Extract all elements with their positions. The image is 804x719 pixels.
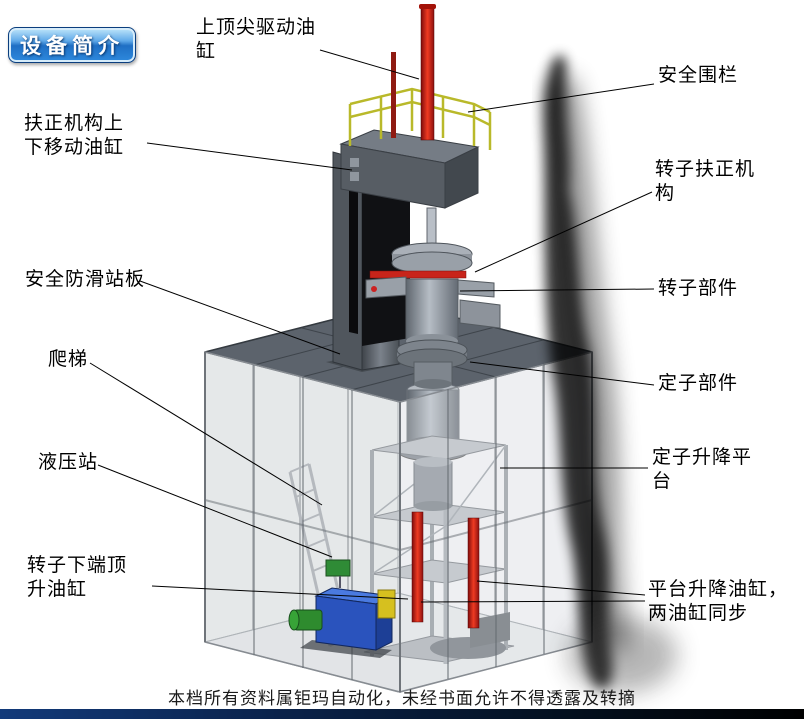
press-column xyxy=(326,145,410,372)
label-platform-lift-cylinders: 平台升降油缸， 两油缸同步 xyxy=(648,579,789,624)
leader-safety-fence xyxy=(467,83,655,113)
leader-platform-cyl-1 xyxy=(476,580,646,596)
platform-lift-cylinders xyxy=(411,511,480,629)
label-safety-fence: 安全围栏 xyxy=(658,65,739,86)
leader-top-tip-cylinder xyxy=(319,49,420,80)
rotor-assembly xyxy=(365,207,501,389)
label-hydraulic-station: 液压站 xyxy=(38,452,99,473)
label-rotor-part: 转子部件 xyxy=(658,278,739,299)
leader-ladder xyxy=(89,362,323,506)
label-ladder: 爬梯 xyxy=(48,349,89,370)
label-stator-lift-platform: 定子升降平 台 xyxy=(652,447,753,492)
enclosure-front xyxy=(204,351,593,693)
safety-railing xyxy=(348,87,492,150)
label-stator-part: 定子部件 xyxy=(658,373,739,394)
top-drive-cylinder xyxy=(391,4,436,141)
label-rotor-jack-cylinder: 转子下端顶 升油缸 xyxy=(27,555,128,600)
leader-anti-slip xyxy=(139,280,341,355)
shadow-smudge xyxy=(543,54,677,693)
bottom-gradient-bar xyxy=(0,709,804,719)
leader-hydraulic xyxy=(97,464,333,558)
leader-rotor-centering xyxy=(474,191,653,273)
title-badge: 设备简介 xyxy=(8,27,136,63)
hydraulic-station xyxy=(288,559,396,658)
leader-platform-cyl-2 xyxy=(420,600,646,603)
leader-centering-updown xyxy=(146,142,353,171)
confidentiality-footer: 本档所有资料属钜玛自动化，未经书面允许不得透露及转摘 xyxy=(168,689,636,708)
leader-lines xyxy=(89,49,655,603)
leader-rotor-jack xyxy=(151,585,409,600)
head-box xyxy=(339,129,480,209)
leader-stator-part xyxy=(469,361,655,386)
label-rotor-centering: 转子扶正机 构 xyxy=(655,159,756,204)
label-anti-slip-plate: 安全防滑站板 xyxy=(25,269,146,290)
label-top-tip-cylinder: 上顶尖驱动油 缸 xyxy=(196,17,317,62)
label-centering-updown: 扶正机构上 下移动油缸 xyxy=(24,113,125,158)
leader-rotor-part xyxy=(459,288,655,292)
